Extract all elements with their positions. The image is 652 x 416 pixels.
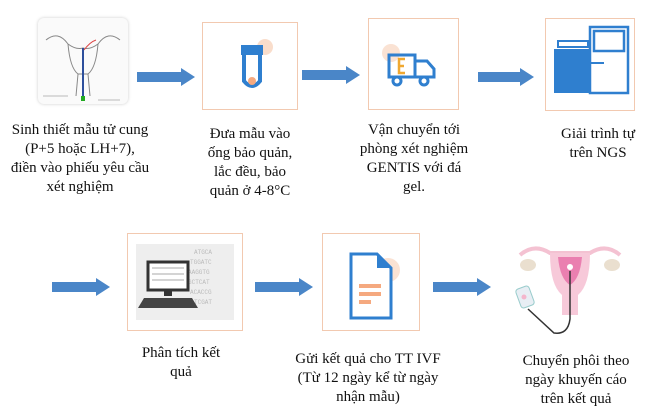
step-1-label: Sinh thiết mẫu tử cung (P+5 hoặc LH+7), … bbox=[0, 121, 180, 197]
delivery-truck-icon bbox=[368, 18, 459, 110]
label-line: xét nghiệm bbox=[46, 179, 114, 195]
label-line: phòng xét nghiệm bbox=[359, 141, 469, 157]
sample-tube-icon bbox=[202, 22, 298, 110]
label-line: Phân tích kết bbox=[141, 345, 221, 361]
report-document-icon bbox=[322, 233, 420, 331]
label-line: Đưa mẫu vào bbox=[209, 126, 291, 142]
svg-text:ACACCG: ACACCG bbox=[190, 289, 212, 296]
svg-text:TCGAT: TCGAT bbox=[194, 299, 212, 306]
label-line: Giải trình tự bbox=[561, 126, 635, 142]
svg-text:GCTCAT: GCTCAT bbox=[188, 279, 210, 286]
label-line: GENTIS với đá bbox=[366, 160, 462, 176]
label-line: Vận chuyển tới bbox=[367, 122, 461, 138]
label-line: điền vào phiếu yêu cầu bbox=[10, 160, 150, 176]
label-line: ngày khuyến cáo bbox=[525, 372, 627, 388]
step-7-label: Chuyển phôi theo ngày khuyến cáo trên kế… bbox=[506, 352, 646, 409]
computer-analysis-icon: ATGCA TGGATC AAGGTG GCTCAT ACACCG TCGAT bbox=[127, 233, 243, 331]
step-3-label: Vận chuyển tới phòng xét nghiệm GENTIS v… bbox=[314, 121, 514, 197]
label-line: quả bbox=[170, 364, 192, 380]
arrow-right-icon bbox=[478, 68, 534, 86]
label-line: ống bảo quản, bbox=[207, 145, 293, 161]
arrow-right-icon bbox=[255, 278, 313, 296]
label-line: Sinh thiết mẫu tử cung bbox=[11, 122, 149, 138]
label-line: lắc đều, bảo bbox=[213, 164, 287, 180]
label-line: trên NGS bbox=[569, 145, 627, 161]
label-line: (P+5 hoặc LH+7), bbox=[25, 141, 135, 157]
label-line: nhận mẫu) bbox=[336, 389, 400, 405]
label-line: Chuyển phôi theo bbox=[522, 353, 630, 369]
label-line: (Từ 12 ngày kể từ ngày bbox=[297, 370, 439, 386]
label-line: quản ở 4-8°C bbox=[209, 183, 291, 199]
step-6-label: Gửi kết quả cho TT IVF (Từ 12 ngày kể từ… bbox=[268, 350, 468, 407]
step-4-label: Giải trình tự trên NGS bbox=[548, 125, 648, 163]
arrow-right-icon bbox=[52, 278, 110, 296]
svg-text:ATGCA: ATGCA bbox=[194, 249, 212, 256]
label-line: trên kết quả bbox=[540, 391, 612, 407]
endometrial-biopsy-image bbox=[38, 18, 128, 104]
step-5-label: Phân tích kết quả bbox=[81, 344, 281, 382]
arrow-right-icon bbox=[302, 66, 360, 84]
svg-text:AAGGTG: AAGGTG bbox=[188, 269, 210, 276]
svg-text:TGGATC: TGGATC bbox=[190, 259, 212, 266]
arrow-right-icon bbox=[433, 278, 491, 296]
step-2-label: Đưa mẫu vào ống bảo quản, lắc đều, bảo q… bbox=[150, 125, 350, 201]
embryo-transfer-image bbox=[514, 235, 626, 347]
label-line: Gửi kết quả cho TT IVF bbox=[295, 351, 441, 367]
arrow-right-icon bbox=[137, 68, 195, 86]
sequencer-icon bbox=[545, 18, 635, 111]
label-line: gel. bbox=[402, 179, 426, 195]
